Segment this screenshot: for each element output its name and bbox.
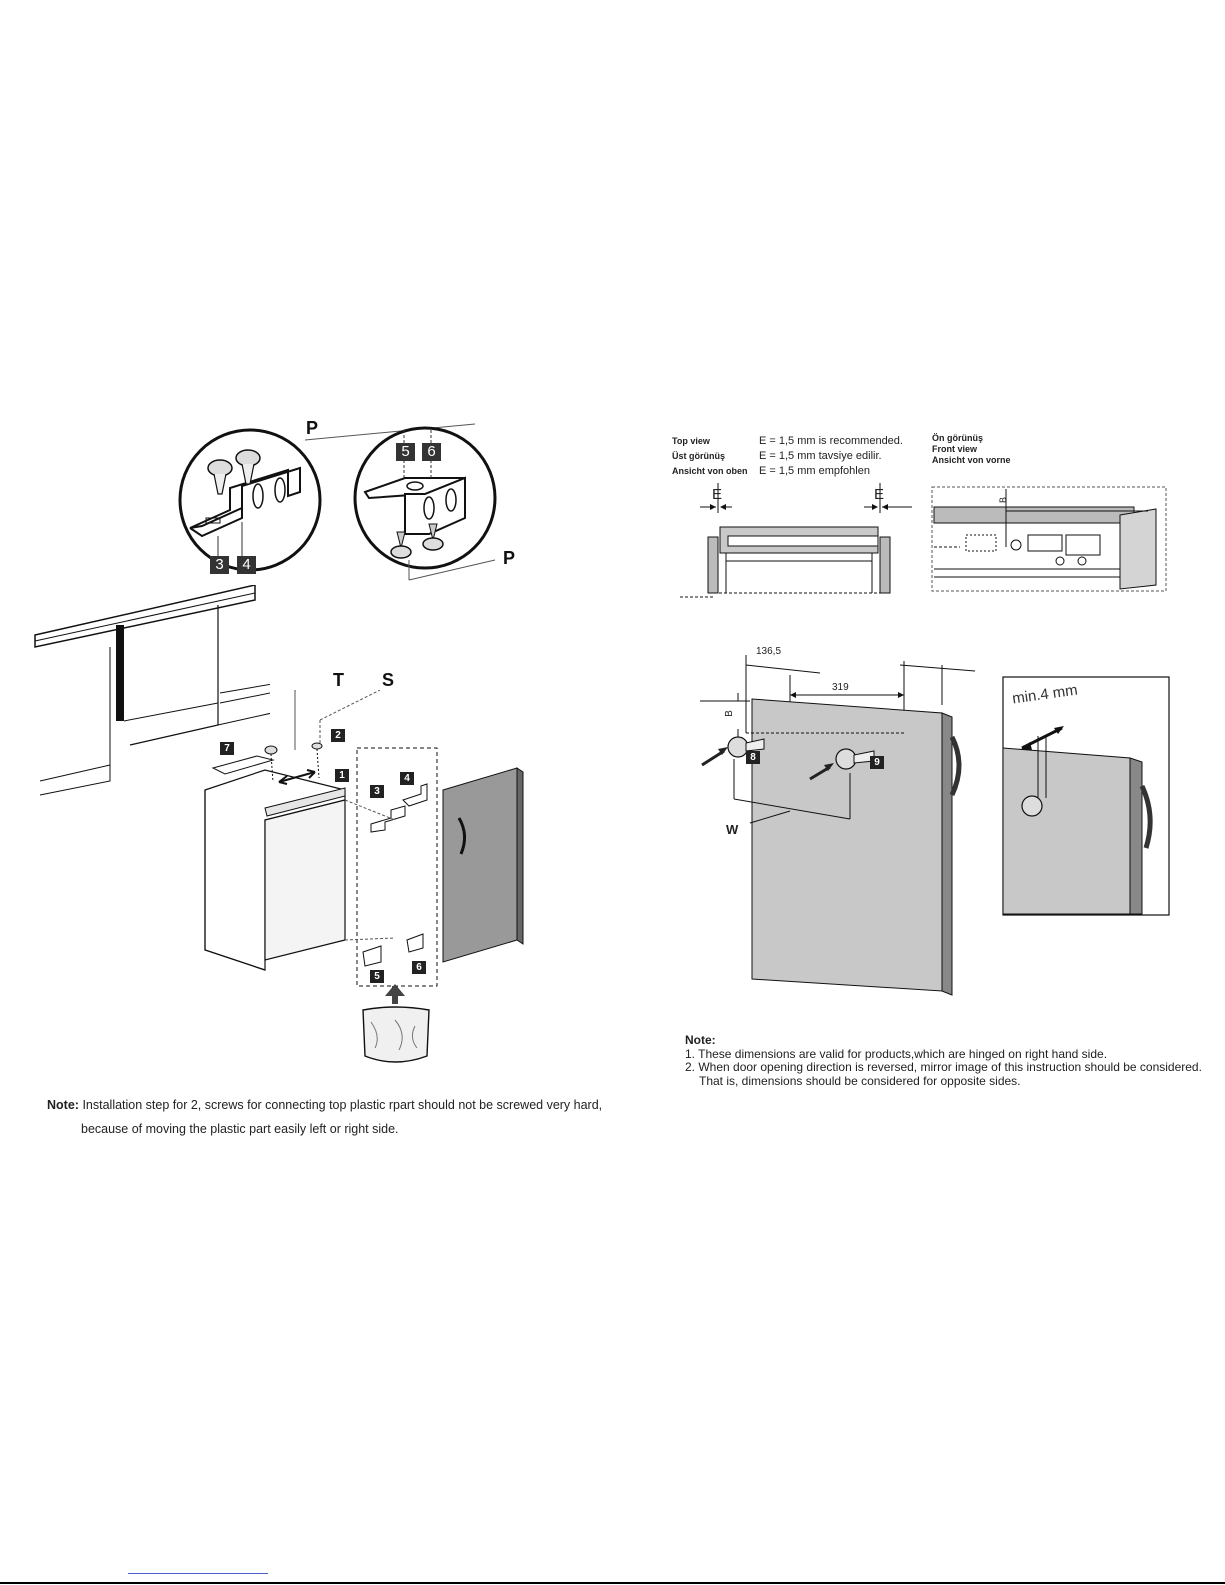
bracket-callout-bottom (353, 426, 497, 581)
left-note-line1: Installation step for 2, screws for conn… (82, 1098, 603, 1112)
badge-5-top: 5 (396, 443, 415, 461)
installation-drawing (204, 690, 524, 1063)
dim-b-front: B (998, 496, 1009, 504)
right-note-line3: That is, dimensions should be considered… (699, 1073, 1021, 1088)
dim-e-right: E (874, 486, 885, 503)
screw-badge-9: 9 (870, 756, 884, 769)
right-note: Note: 1. These dimensions are valid for … (685, 1033, 1202, 1088)
label-p-top: P (306, 418, 319, 438)
step-badge-6: 6 (412, 961, 426, 974)
top-view-label-tr: Üst görünüş (672, 450, 725, 461)
top-view-text-en: E = 1,5 mm is recommended. (759, 434, 903, 447)
top-view-header: Top view E = 1,5 mm is recommended. Üst … (672, 433, 932, 478)
front-view-label-de: Ansicht von vorne (932, 455, 1011, 465)
badge-3-top: 3 (210, 556, 229, 574)
countertop-drawing (34, 585, 270, 796)
top-view-label-de: Ansicht von oben (672, 465, 748, 476)
label-w: W (726, 822, 739, 837)
left-note-line2: because of moving the plastic part easil… (81, 1122, 399, 1136)
right-note-line1: 1. These dimensions are valid for produc… (685, 1046, 1108, 1061)
left-note: Note: Installation step for 2, screws fo… (47, 1093, 602, 1141)
dim-319: 319 (832, 682, 849, 693)
door-drawing (700, 655, 976, 996)
step-badge-5: 5 (370, 970, 384, 983)
step-badge-3: 3 (370, 785, 384, 798)
step-badge-1: 1 (335, 769, 349, 782)
dim-e-left: E (712, 486, 723, 503)
right-note-title: Note: (685, 1033, 716, 1047)
label-t: T (333, 670, 344, 690)
top-view-text-de: E = 1,5 mm empfohlen (759, 464, 870, 477)
front-view-label-en: Front view (932, 444, 978, 454)
right-note-line2: 2. When door opening direction is revers… (685, 1060, 1202, 1074)
top-view-text-tr: E = 1,5 mm tavsiye edilir. (759, 449, 882, 462)
front-view-drawing (931, 486, 1167, 592)
dim-136-5: 136,5 (756, 646, 782, 657)
left-note-prefix: Note: (47, 1098, 79, 1112)
label-s: S (382, 670, 395, 690)
badge-4-top: 4 (237, 556, 256, 574)
front-view-header: Ön görünüş Front view Ansicht von vorne (932, 433, 1011, 466)
screw-badge-8: 8 (746, 751, 760, 764)
bottom-rule (0, 1582, 1225, 1584)
front-view-label-tr: Ön görünüş (932, 433, 983, 443)
gap-detail-drawing (1002, 676, 1170, 916)
step-badge-7: 7 (220, 742, 234, 755)
step-badge-2: 2 (331, 729, 345, 742)
top-view-drawing (680, 483, 912, 598)
dim-b-door: B (723, 710, 735, 717)
top-view-label-en: Top view (672, 435, 710, 446)
badge-6-top: 6 (422, 443, 441, 461)
bottom-link-underline[interactable] (128, 1573, 268, 1574)
step-badge-4: 4 (400, 772, 414, 785)
label-p-bottom: P (503, 548, 516, 568)
